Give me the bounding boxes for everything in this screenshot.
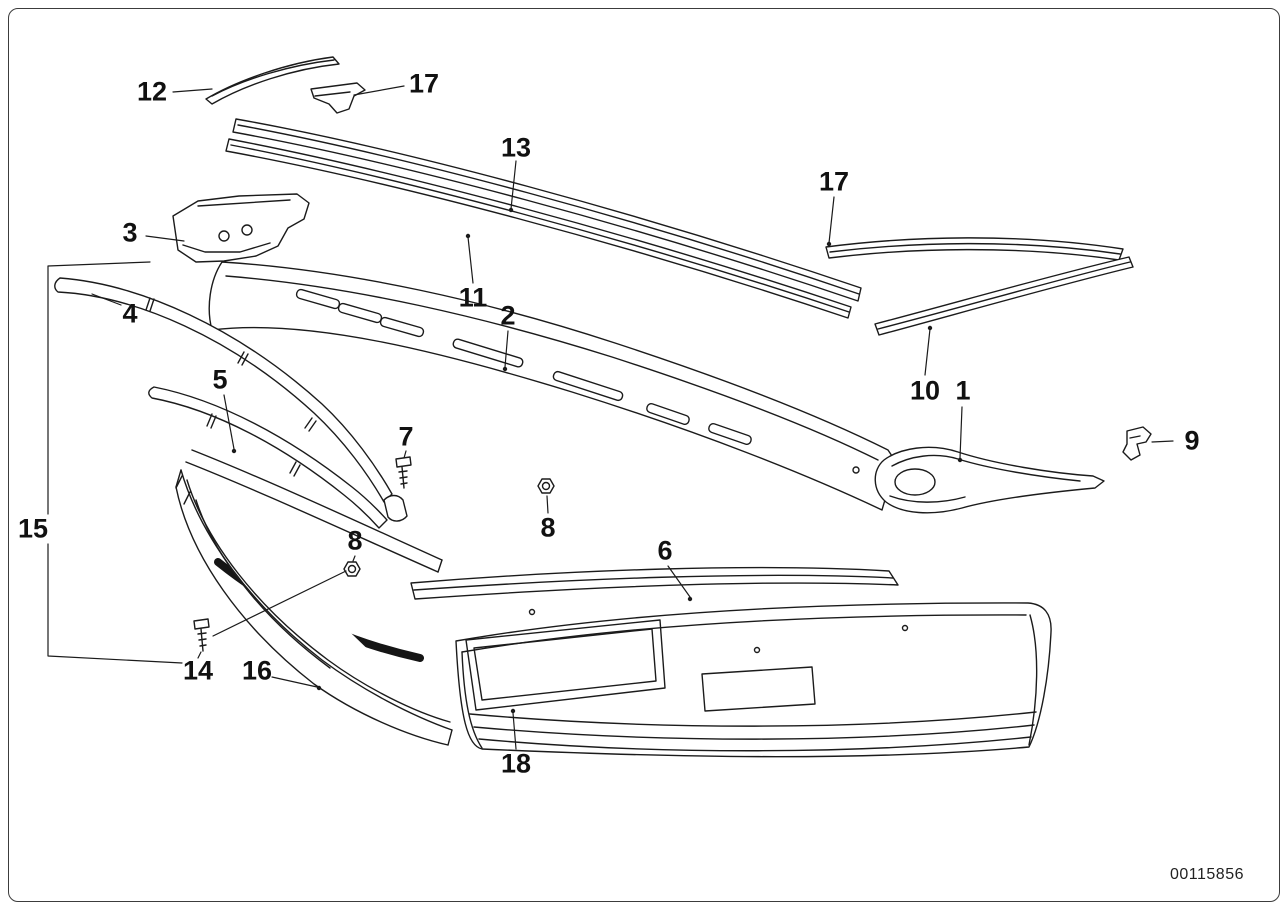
callout-6: 6 [657, 535, 673, 566]
part-3-drawing [172, 193, 310, 263]
part-7-bolt-drawing [395, 456, 412, 489]
part-18-drawing [455, 602, 1052, 758]
part-6-drawing [410, 566, 899, 600]
callout-4: 4 [122, 298, 138, 329]
callout-12: 12 [136, 76, 168, 107]
part-9-drawing [1122, 426, 1152, 461]
callout-16: 16 [241, 655, 273, 686]
callout-2: 2 [500, 300, 516, 331]
callout-17-top: 17 [408, 68, 440, 99]
part-17-top-drawing [310, 82, 366, 114]
callout-5: 5 [212, 364, 228, 395]
part-8-center-nut-drawing [537, 478, 555, 494]
diagram-number: 00115856 [1170, 866, 1244, 883]
leader-lines [47, 85, 1174, 750]
callout-9: 9 [1184, 425, 1200, 456]
callout-8-left: 8 [347, 525, 363, 556]
part-17-right-drawing [825, 237, 1124, 261]
callout-18: 18 [500, 748, 532, 779]
callout-1: 1 [955, 375, 971, 406]
callout-11: 11 [458, 282, 488, 313]
callout-8-center: 8 [540, 512, 556, 543]
part-13-drawing [232, 118, 862, 302]
part-4-drawing [54, 277, 393, 503]
part-14-bolt-drawing [193, 618, 210, 652]
callout-15: 15 [17, 513, 49, 544]
callout-7: 7 [398, 421, 414, 452]
callout-17-right: 17 [818, 166, 850, 197]
tube-joint-drawing [383, 494, 408, 522]
part-12-drawing [205, 56, 340, 105]
callout-3: 3 [122, 217, 138, 248]
part-16-spoiler-drawing [175, 449, 453, 746]
part-11-drawing [225, 138, 852, 319]
callout-14: 14 [182, 655, 214, 686]
callout-10: 10 [909, 375, 941, 406]
callout-13: 13 [500, 132, 532, 163]
part-5-drawing [148, 386, 388, 529]
part-1-drawing [874, 446, 1105, 514]
part-8-left-nut-drawing [343, 561, 361, 577]
part-2-drawing [208, 261, 897, 511]
part-10-drawing [874, 256, 1134, 336]
